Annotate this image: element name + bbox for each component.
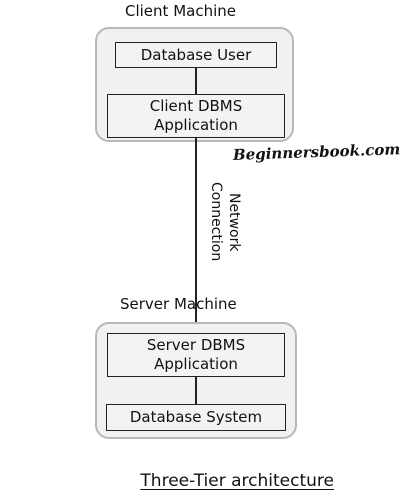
server-internal-connector — [195, 377, 197, 404]
database-system-box: Database System — [106, 404, 286, 431]
network-label-line-2: Connection — [208, 182, 224, 262]
diagram-title: Three-Tier architecture — [0, 471, 400, 491]
server-machine-label: Server Machine — [120, 295, 237, 313]
network-label-line-1: Network — [226, 192, 242, 252]
watermark-logo: Beginnersbook.com — [232, 140, 400, 164]
server-dbms-line-1: Server DBMS — [146, 336, 246, 354]
client-machine-label: Client Machine — [125, 2, 236, 20]
network-connection-line — [195, 138, 197, 333]
client-dbms-line-1: Client DBMS — [149, 97, 243, 115]
client-internal-connector — [195, 68, 197, 94]
client-dbms-line-2: Application — [154, 116, 238, 134]
network-connection-label: Network Connection — [203, 174, 243, 270]
diagram-title-text: Three-Tier architecture — [140, 471, 334, 491]
database-user-box: Database User — [115, 42, 277, 68]
server-dbms-application-box: Server DBMS Application — [107, 333, 285, 377]
server-dbms-line-2: Application — [154, 355, 238, 373]
client-dbms-application-box: Client DBMS Application — [107, 94, 285, 138]
database-user-label: Database User — [140, 45, 252, 64]
database-system-label: Database System — [129, 408, 263, 426]
